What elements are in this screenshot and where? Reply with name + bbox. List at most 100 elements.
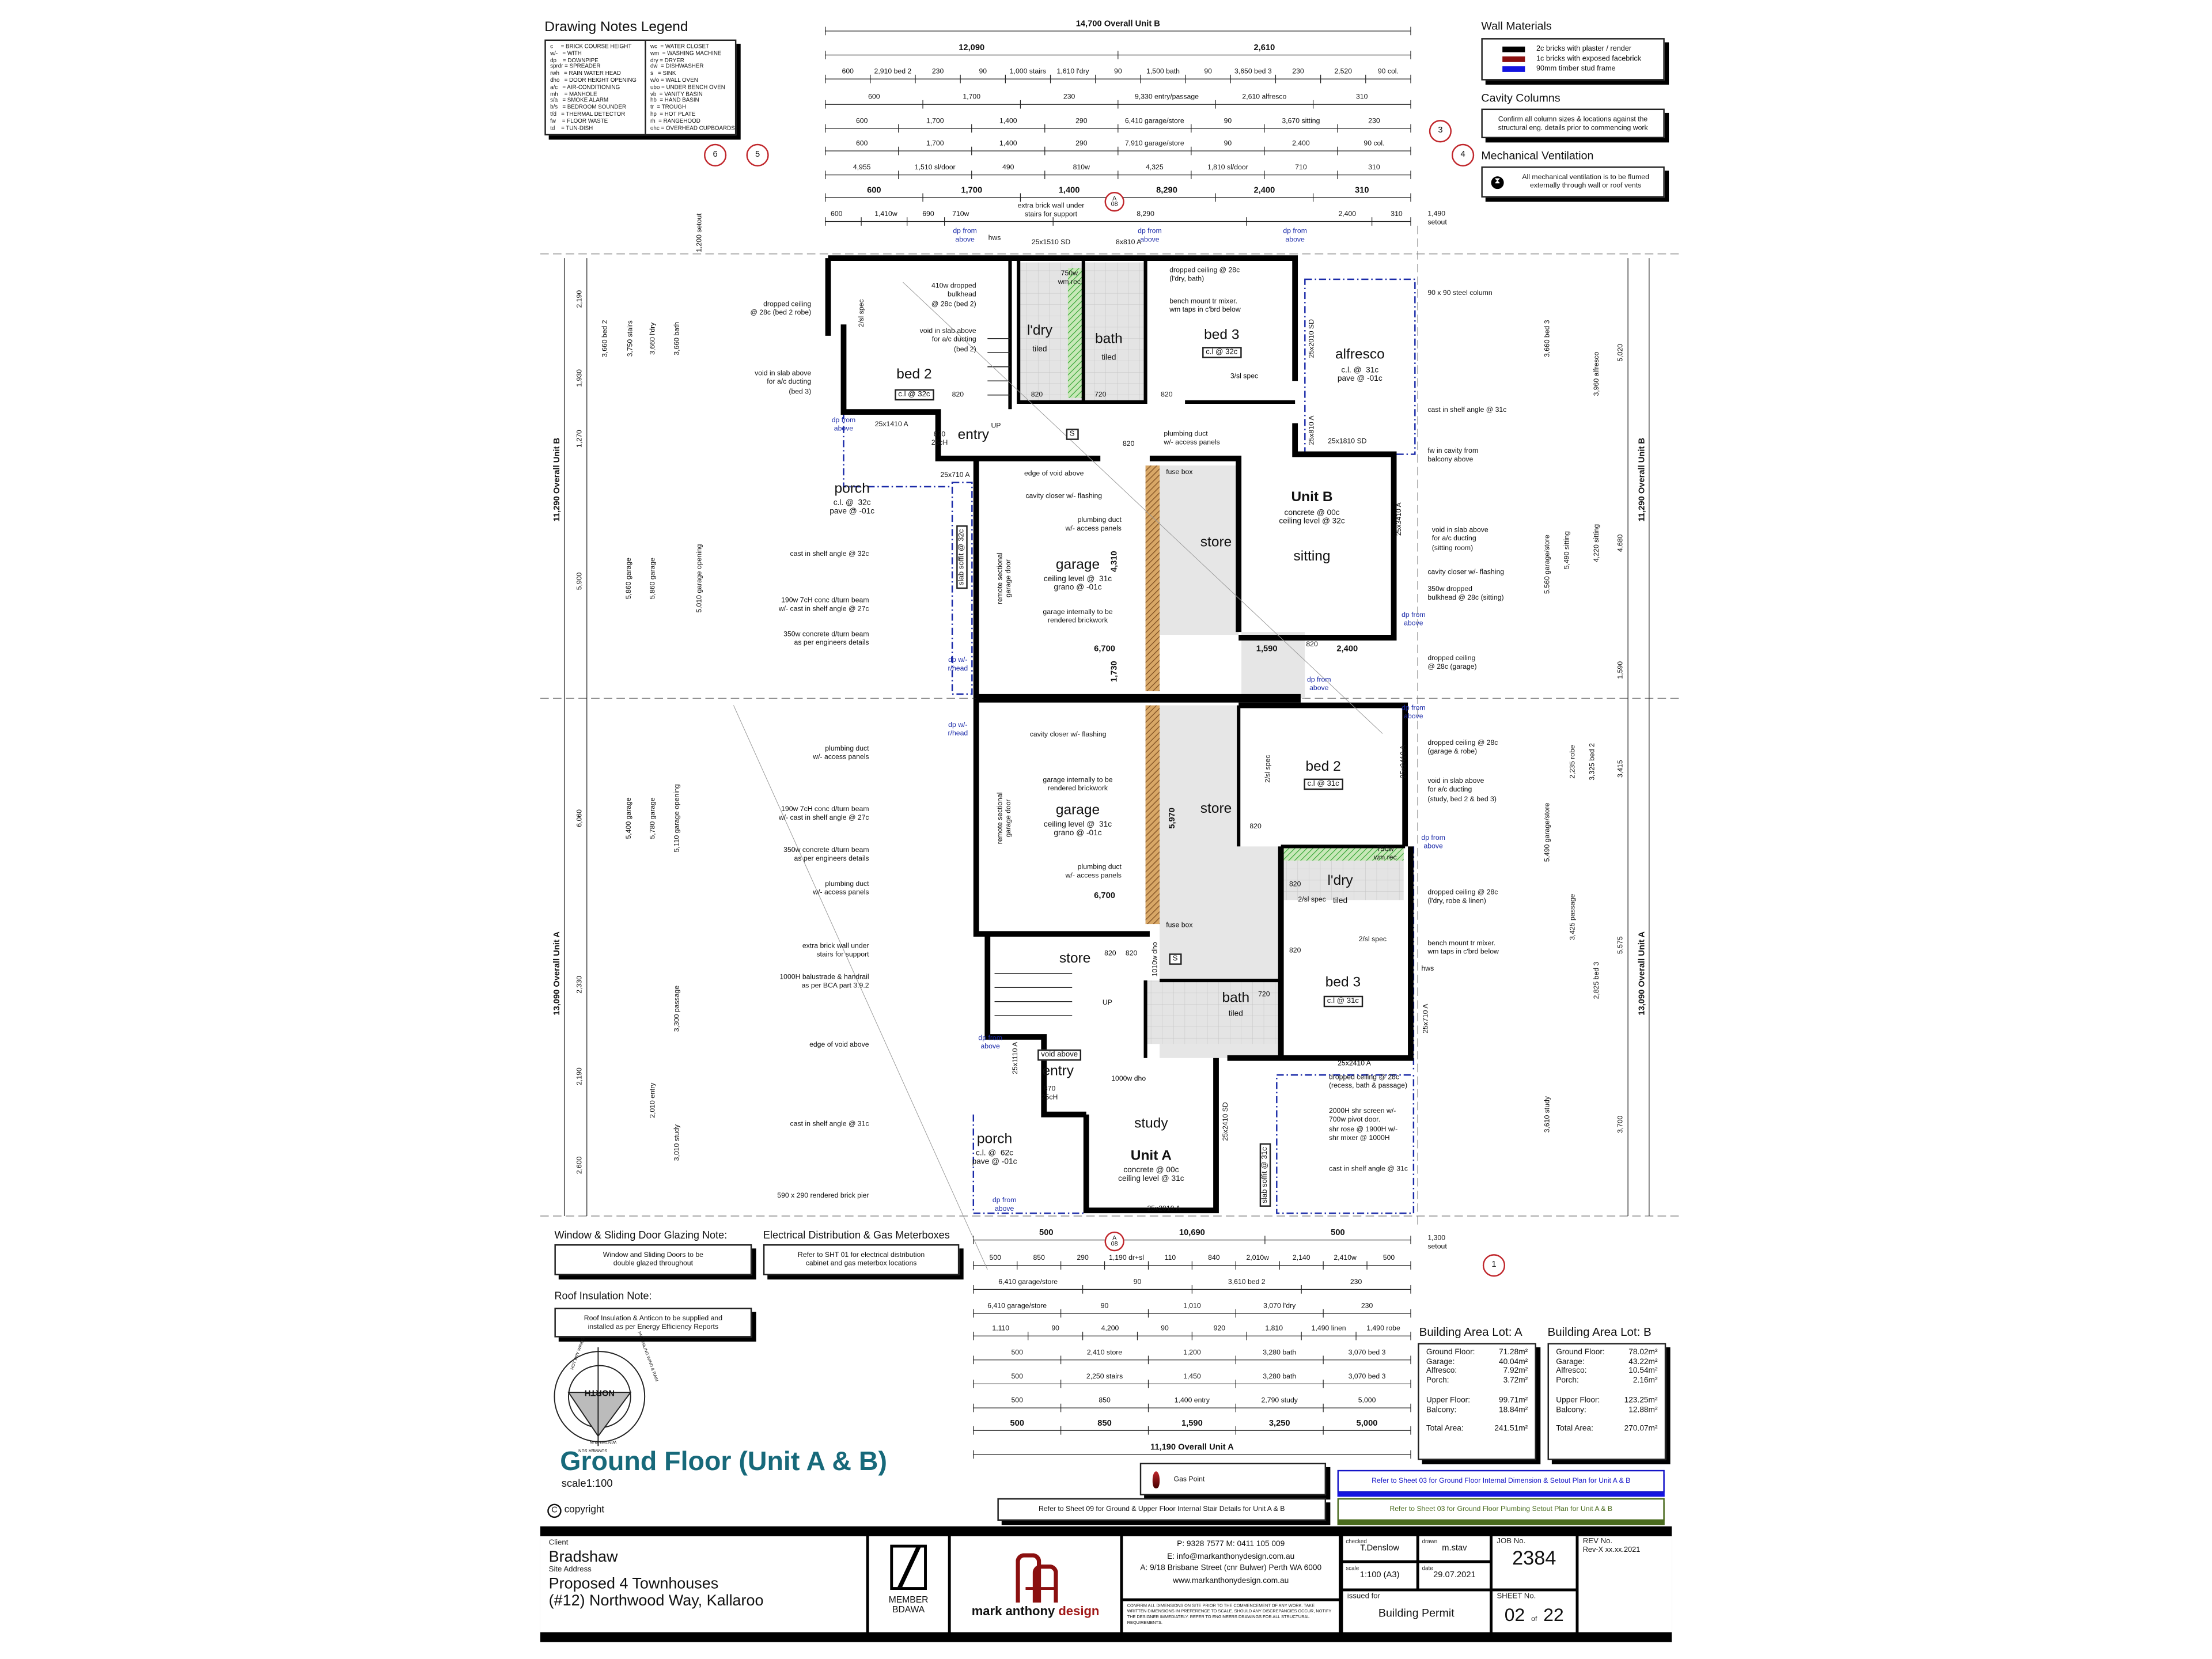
plan-label: 2/sl spec (1358, 935, 1387, 944)
vertical-dimension-label: 5,010 garage opening (695, 544, 704, 613)
plan-label: dp from above (953, 227, 977, 244)
plan-label: 6,700 (1094, 645, 1115, 654)
copyright-text: copyright (564, 1505, 605, 1516)
dimension-lines (563, 26, 1650, 1459)
detail-marker[interactable]: 3 (1429, 120, 1452, 143)
plan-label: hws (1421, 965, 1434, 974)
section-letter: A (1112, 194, 1117, 202)
vertical-dimension-label: 6,060 (575, 809, 585, 827)
plan-label: void above (1037, 1049, 1082, 1061)
area-label: Alfresco: (1426, 1368, 1457, 1376)
legend-entry: hb = HAND BASIN (650, 96, 699, 104)
section-sheet: 08 (1111, 1240, 1118, 1247)
dimension-label: 1,110 (992, 1324, 1010, 1334)
dimension-label: 6,410 garage/store (1124, 117, 1184, 126)
callout-note: fw in cavity from balcony above (1427, 447, 1479, 465)
dimension-label: 1,590 (1181, 1420, 1203, 1429)
vertical-dimension-label: 2,600 (575, 1156, 585, 1175)
detail-marker[interactable]: 1 (1482, 1254, 1506, 1277)
job-label: JOB No. (1497, 1537, 1526, 1547)
dimension-label: 600 (842, 67, 854, 77)
plan-label: 25x2410 A (1399, 745, 1408, 779)
plan-label: 750w wm rec (1374, 845, 1397, 862)
area-value: 270.07m² (1624, 1425, 1658, 1434)
plan-label: 25x1810 SD (1328, 437, 1367, 446)
vertical-dimension-label: 5,490 garage/store (1543, 802, 1552, 862)
area-row: Alfresco:10.54m² (1556, 1368, 1657, 1377)
rev-value: Rev-X xx.xx.2021 (1582, 1546, 1641, 1555)
dimension-label: 1,490 robe (1366, 1324, 1400, 1334)
vertical-dimension-label: 4,220 sitting (1593, 524, 1601, 562)
room-label: store (1200, 801, 1232, 817)
ref-internal-dims[interactable]: Refer to Sheet 03 for Ground Floor Inter… (1337, 1469, 1665, 1493)
detail-marker[interactable]: 6 (704, 143, 727, 166)
room-label: garage (1055, 557, 1100, 573)
detail-marker[interactable]: 5 (746, 143, 769, 166)
area-row: Garage:40.04m² (1426, 1358, 1528, 1368)
vertical-dimension-label: 2,190 (575, 290, 585, 308)
dimension-label: 4,955 (853, 164, 871, 173)
sheet-of: of (1531, 1615, 1537, 1624)
ref-stairs[interactable]: Refer to Sheet 09 for Ground & Upper Flo… (997, 1498, 1327, 1521)
plan-label: hws (988, 234, 1001, 243)
plan-label: concrete @ 00c ceiling level @ 32c (1279, 509, 1345, 527)
legend-entry: ohc = OVERHEAD CUPBOARDS (650, 123, 735, 131)
ref-plumbing[interactable]: Refer to Sheet 03 for Ground Floor Plumb… (1337, 1498, 1665, 1521)
vertical-dimension-label: 5,780 garage (649, 797, 658, 839)
legend-entry: s = SINK (650, 69, 676, 77)
dimension-label: 2,610 alfresco (1242, 93, 1287, 102)
legend-entry: w/o = WALL OVEN (650, 76, 698, 84)
dimension-label: 2,250 stairs (1086, 1373, 1123, 1381)
callout-note: dropped ceiling @ 28c (l'dry, robe & lin… (1427, 888, 1498, 906)
dimension-label: 2,520 (1334, 67, 1353, 77)
dimension-label: 230 (1361, 1302, 1373, 1311)
dimension-label: 2,410 store (1086, 1349, 1123, 1358)
rev-label: REV No. (1582, 1537, 1613, 1547)
area-row: Alfresco:7.92m² (1426, 1368, 1528, 1377)
vertical-dimension-label: 3,300 passage (673, 985, 682, 1032)
dimension-label: 90 (1133, 1278, 1142, 1287)
area-value: 71.28m² (1498, 1349, 1528, 1357)
vertical-dimension-label: 11,290 Overall Unit B (554, 437, 563, 522)
callout-note: cavity closer w/- flashing (1427, 568, 1505, 577)
dimension-label: 3,070 l'dry (1263, 1302, 1296, 1311)
plan-label: c.l. @ 32c pave @ -01c (830, 499, 875, 517)
date-label: date (1422, 1564, 1433, 1572)
dimension-label: 1,200 (1183, 1349, 1201, 1358)
dimension-label: 230 (1063, 93, 1075, 102)
plan-label: tiled (1228, 1010, 1243, 1019)
dimension-label: 850 (1033, 1254, 1045, 1263)
callout-note: 1000H balustrade & handrail as per BCA p… (779, 973, 869, 991)
vertical-dimension-label: 5,860 garage (625, 557, 634, 600)
vertical-dimension-label: 3,750 stairs (626, 320, 635, 357)
plan-label: dp from above (1421, 834, 1445, 851)
plan-label: 820 (1249, 823, 1262, 831)
dimension-label: 3,610 bed 2 (1228, 1278, 1266, 1287)
plan-label: dp from above (1402, 611, 1426, 628)
legend-entry: wm = WASHING MACHINE (650, 49, 722, 56)
cavity-columns-title: Cavity Columns (1481, 92, 1560, 105)
website-link[interactable]: www.markanthonydesign.com.au (1173, 1577, 1289, 1586)
area-label: Total Area: (1426, 1425, 1464, 1434)
wall-material-label: 90mm timber stud frame (1536, 65, 1616, 74)
scale-label: scale (1346, 1564, 1359, 1572)
plan-label: 25x1510 SD (1031, 238, 1071, 247)
walls (825, 255, 1414, 1214)
plan-label: ceiling level @ 31c grano @ -01c (1043, 821, 1112, 839)
detail-marker[interactable]: 4 (1452, 143, 1475, 166)
plan-label: 720 (1094, 391, 1107, 400)
dimension-label: 3,070 bed 3 (1348, 1349, 1386, 1358)
dimension-label: 2,610 (1253, 44, 1275, 53)
vertical-dimension-label: 5,400 garage (625, 797, 634, 839)
email-link[interactable]: E: info@markanthonydesign.com.au (1167, 1552, 1295, 1562)
legend-entry: wc = WATER CLOSET (650, 42, 710, 50)
glazing-note: Window and Sliding Doors to be double gl… (554, 1244, 752, 1275)
dimension-label: 230 (1292, 67, 1304, 77)
dimension-label: 3,650 bed 3 (1234, 67, 1272, 77)
legend-entry: w/- = WITH (550, 49, 582, 56)
plan-label: 25x2010 A (1147, 1205, 1181, 1214)
